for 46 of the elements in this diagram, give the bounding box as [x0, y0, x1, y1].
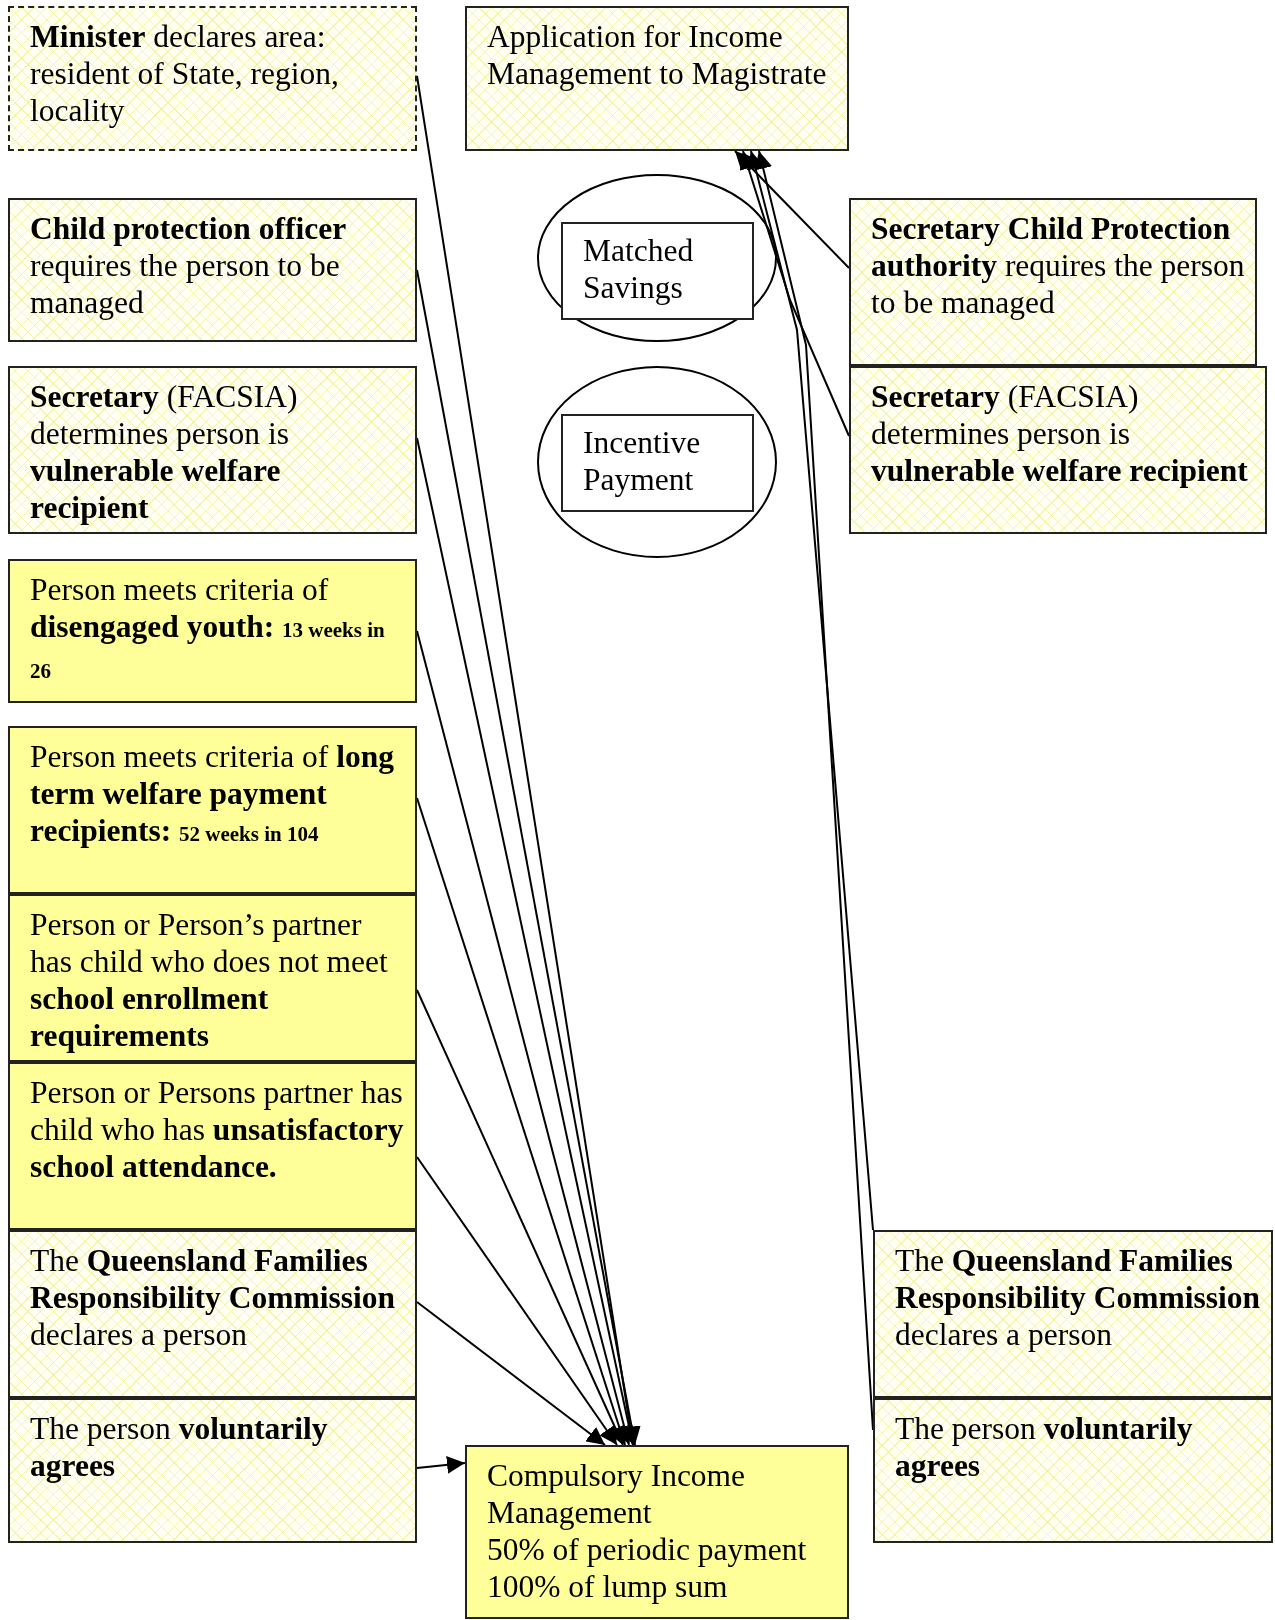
process-box	[873, 1398, 1273, 1543]
box-text: Person meets criteria of disengaged youth: 13 weeks in 26	[30, 571, 386, 685]
ellipse-shape	[537, 366, 777, 558]
box-text: Compulsory Income Management	[487, 1457, 747, 1531]
process-box	[849, 198, 1257, 366]
box-text: Child protection officer requires the person to be managed	[30, 210, 348, 321]
box-text: Person or Persons partner has child who has unsatisfactory school attendance.	[30, 1074, 405, 1185]
label-box	[561, 414, 754, 512]
process-box	[465, 1445, 849, 1619]
process-box	[8, 726, 417, 894]
box-text: Person meets criteria of long term welfare payment recipients: 52 weeks in 104	[30, 738, 395, 850]
arrow	[754, 150, 874, 1431]
process-box	[8, 6, 417, 151]
box-text: Secretary (FACSIA) determines person is vulnerable welfare recipient	[871, 378, 1249, 489]
box-text: Secretary (FACSIA) determines person is vulnerable welfare recipient	[30, 378, 299, 526]
box-text: Incentive Payment	[583, 424, 702, 498]
arrow	[746, 150, 874, 1231]
process-box	[8, 894, 417, 1062]
label-box	[561, 222, 754, 320]
ellipse-shape	[537, 174, 777, 342]
box-text: Person or Person’s partner has child who does not meet school enrollment requirements	[30, 906, 389, 1054]
process-box	[8, 366, 417, 534]
box-text: Minister declares area: resident of State, region, locality	[30, 18, 340, 129]
process-box	[8, 1230, 417, 1398]
box-text: The Queensland Families Responsibility Commission declares a person	[895, 1242, 1261, 1353]
arrow	[739, 150, 850, 437]
arrow	[416, 989, 624, 1446]
box-text: Matched Savings	[583, 232, 695, 306]
process-box	[8, 198, 417, 342]
box-text: 50% of periodic payment	[487, 1531, 808, 1568]
box-text: The person voluntarily agrees	[30, 1410, 329, 1484]
process-box	[8, 1062, 417, 1230]
arrow	[734, 150, 850, 269]
process-box	[8, 559, 417, 703]
box-text: 100% of lump sum	[487, 1568, 729, 1605]
process-box	[873, 1230, 1273, 1398]
box-text: The person voluntarily agrees	[895, 1410, 1194, 1484]
box-text: Secretary Child Protection authority requires the person to be managed	[871, 210, 1245, 321]
arrow	[416, 1156, 618, 1446]
box-text: The Queensland Families Responsibility Commission declares a person	[30, 1242, 396, 1353]
box-text: Application for Income Management to Magistrate	[487, 18, 828, 92]
arrow	[416, 1455, 466, 1474]
process-box	[465, 6, 849, 151]
process-box	[8, 1398, 417, 1543]
arrow	[416, 1301, 606, 1446]
process-box	[849, 366, 1267, 534]
